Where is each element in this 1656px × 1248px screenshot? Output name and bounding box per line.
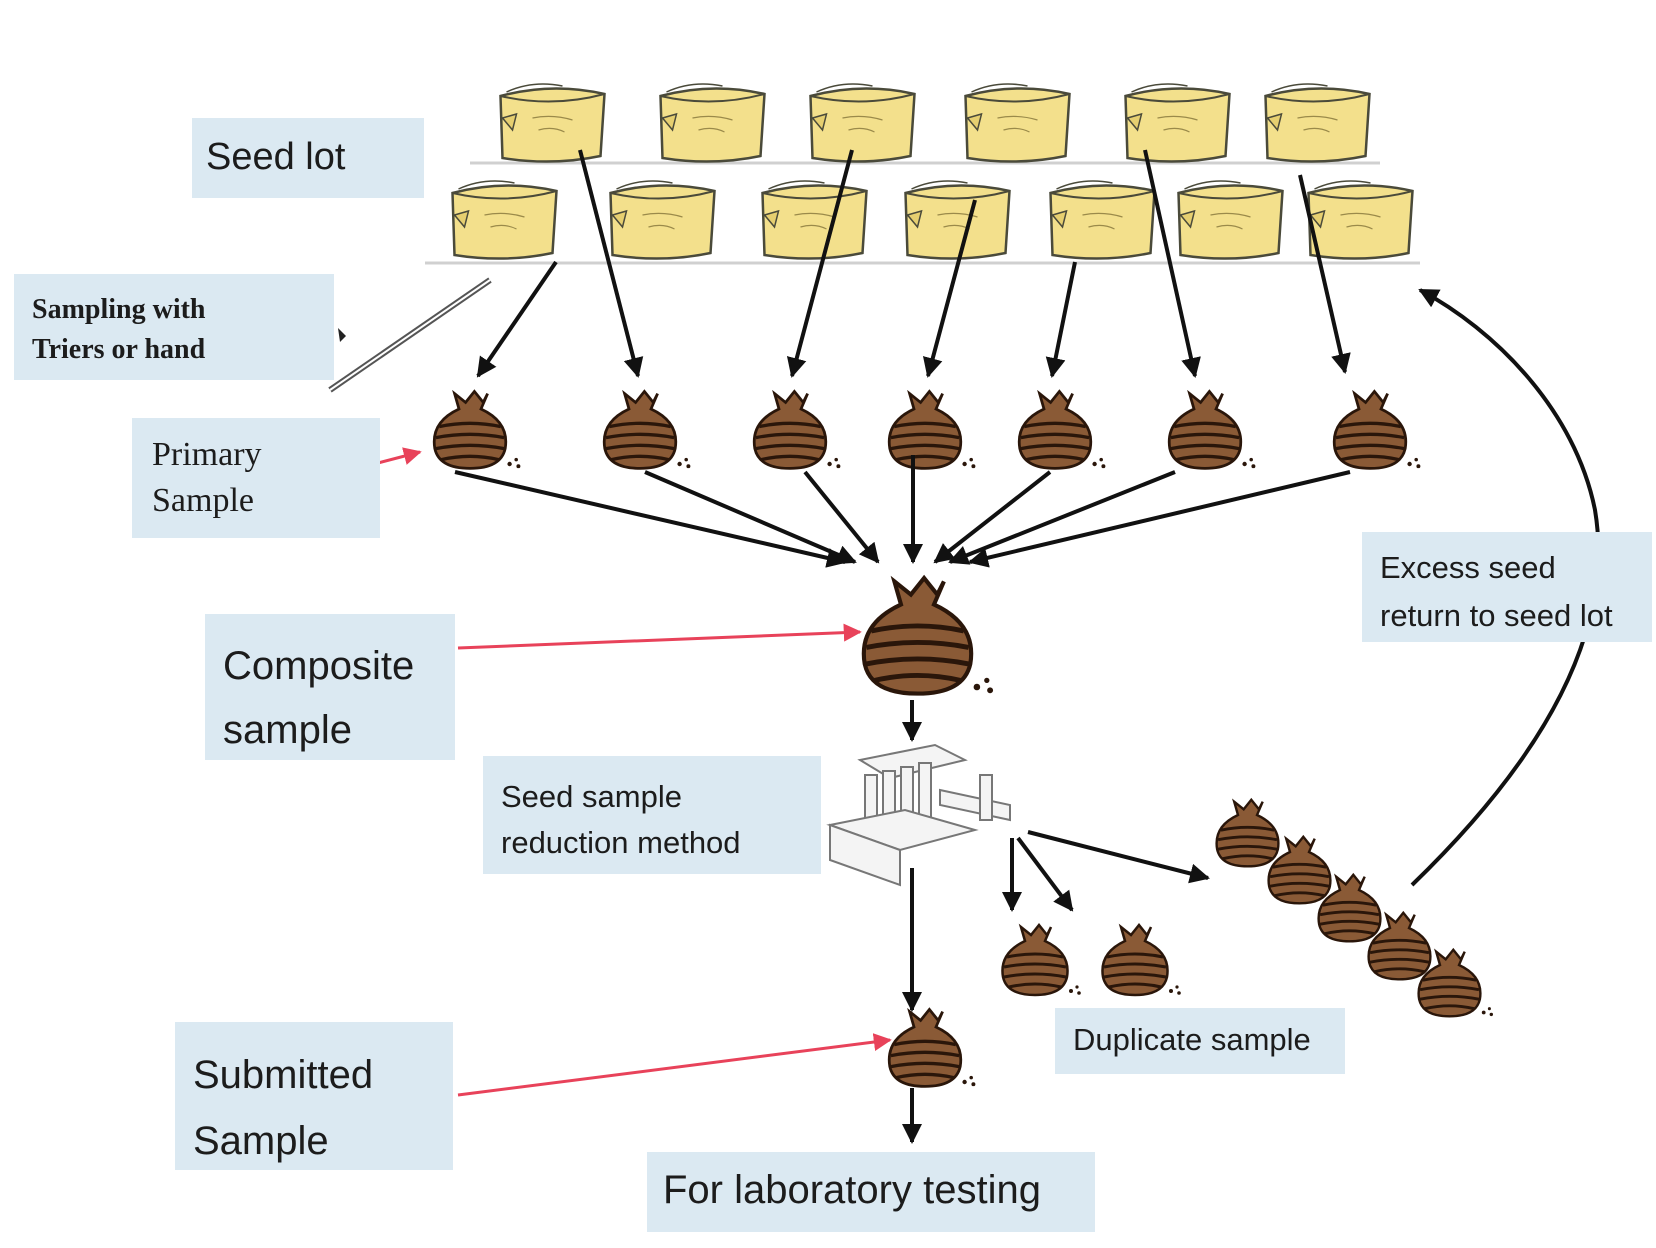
sample-pouch-icon bbox=[1215, 798, 1293, 868]
seed-sack-icon bbox=[1049, 179, 1156, 260]
composite-text-line1: Composite bbox=[223, 644, 415, 688]
seed-sack-icon bbox=[1124, 82, 1231, 163]
seed-sack-icon bbox=[451, 179, 558, 260]
sample-pouch-icon bbox=[1167, 389, 1258, 471]
sample-pouch-icon bbox=[432, 389, 523, 471]
divider-output-arrows bbox=[902, 830, 1210, 1012]
sample-divider-icon bbox=[826, 743, 1011, 887]
seed-sack-icon bbox=[499, 82, 606, 163]
seed-sack-icon bbox=[659, 82, 766, 163]
seed-sack-icon bbox=[964, 82, 1071, 163]
primary-text-line1: Primary bbox=[152, 436, 262, 473]
excess-return-arrow bbox=[1410, 288, 1601, 887]
sample-pouch-icon bbox=[602, 389, 693, 471]
sample-pouch-icon bbox=[864, 578, 993, 694]
submitted-text-line2: Sample bbox=[193, 1119, 329, 1163]
sample-pouch-icon bbox=[1332, 389, 1423, 471]
seed-sack-icon bbox=[1264, 82, 1371, 163]
laboratory-testing-label: For laboratory testing bbox=[647, 1152, 1095, 1232]
sample-pouch-icon bbox=[752, 389, 843, 471]
sample-pouch-icon bbox=[1000, 923, 1083, 997]
duplicate-sample-label: Duplicate sample bbox=[1055, 1008, 1345, 1074]
trier-icon bbox=[328, 277, 492, 393]
seed-sack-icon bbox=[609, 179, 716, 260]
primary-sample-label: Primary Sample bbox=[132, 418, 380, 538]
composite-sample-label: Composite sample bbox=[205, 614, 455, 760]
sample-pouch-icon bbox=[1100, 923, 1183, 997]
laboratory-text: For laboratory testing bbox=[663, 1168, 1041, 1212]
sample-pouch-icon bbox=[887, 1007, 978, 1089]
seed-lot-text: Seed lot bbox=[206, 136, 346, 178]
excess-text-line1: Excess seed bbox=[1380, 550, 1556, 585]
submitted-text-line1: Submitted bbox=[193, 1053, 374, 1097]
seed-sack-icon bbox=[761, 179, 868, 260]
reduction-text-line1: Seed sample bbox=[501, 779, 682, 814]
reduction-text-line2: reduction method bbox=[501, 825, 741, 860]
seed-sack-icon bbox=[904, 179, 1011, 260]
seed-sack-icon bbox=[809, 82, 916, 163]
reduction-method-label: Seed sample reduction method bbox=[483, 756, 821, 874]
seed-lot-label: Seed lot bbox=[192, 118, 424, 198]
sampling-text-line1: Sampling with bbox=[32, 294, 206, 325]
seed-sack-icon bbox=[1307, 179, 1414, 260]
sample-pouch-icon bbox=[1017, 389, 1108, 471]
seed-sack-icon bbox=[1177, 179, 1284, 260]
sample-pouch-icon bbox=[887, 389, 978, 471]
sampling-text-line2: Triers or hand bbox=[32, 334, 206, 365]
composite-text-line2: sample bbox=[223, 708, 352, 752]
sack-to-primary-arrows bbox=[476, 149, 1351, 378]
submitted-sample-label: Submitted Sample bbox=[175, 1022, 453, 1170]
excess-seed-label: Excess seed return to seed lot bbox=[1362, 532, 1652, 642]
excess-text-line2: return to seed lot bbox=[1380, 598, 1613, 633]
primary-text-line2: Sample bbox=[152, 482, 254, 519]
sampling-method-label: Sampling with Triers or hand bbox=[14, 274, 334, 380]
duplicate-text: Duplicate sample bbox=[1073, 1022, 1311, 1057]
primary-to-composite-arrows bbox=[454, 455, 1351, 568]
